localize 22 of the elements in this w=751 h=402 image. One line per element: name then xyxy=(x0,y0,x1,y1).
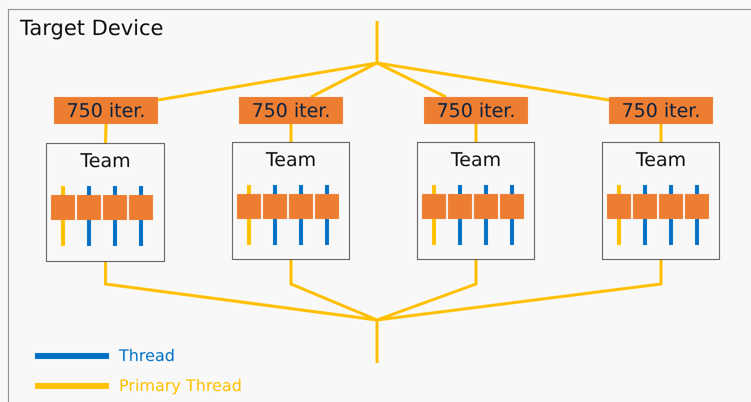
team-label: Team xyxy=(450,149,502,171)
legend-label: Thread xyxy=(119,346,175,365)
frame-title: Target Device xyxy=(20,16,164,40)
team-label: Team xyxy=(79,150,132,172)
iteration-box: 750 iter. xyxy=(609,97,713,124)
device-frame xyxy=(8,9,751,402)
team-box xyxy=(417,142,535,260)
team-label: Team xyxy=(264,149,318,171)
connector-line xyxy=(290,124,292,142)
team-box xyxy=(232,142,350,260)
team-box xyxy=(602,142,720,260)
legend-label: Primary Thread xyxy=(119,376,242,395)
connector-line xyxy=(376,260,662,363)
iteration-box: 750 iter. xyxy=(424,97,528,124)
iteration-box: 750 iter. xyxy=(54,97,158,124)
connector-line xyxy=(376,21,610,102)
connector-line xyxy=(104,124,108,144)
connector-line xyxy=(660,124,662,142)
iteration-box: 750 iter. xyxy=(239,97,343,124)
team-box xyxy=(46,143,165,262)
team-label: Team xyxy=(634,149,688,171)
connector-line xyxy=(474,124,478,142)
